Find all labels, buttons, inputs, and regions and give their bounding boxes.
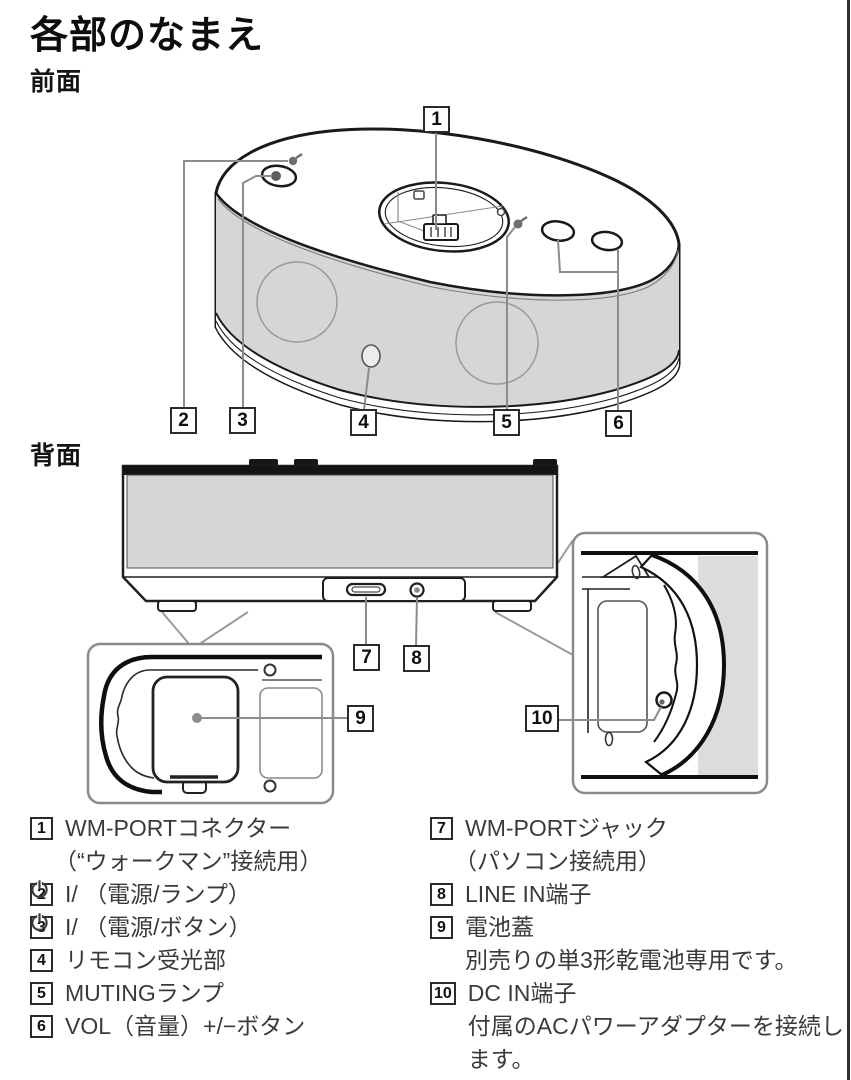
part-sub-text: （“ウォークマン”接続用） bbox=[54, 848, 323, 874]
port-recess bbox=[322, 577, 466, 602]
part-number-badge: 6 bbox=[30, 1015, 53, 1038]
part-number-badge: 7 bbox=[430, 817, 453, 840]
part-list-item: 10 DC IN端子 付属のACパワーアダプターを接続します。 bbox=[430, 977, 848, 1076]
part-list-item: 1 WM-PORTコネクター （“ウォークマン”接続用） bbox=[30, 812, 415, 878]
volume-minus-button bbox=[590, 230, 624, 252]
part-text: VOL（音量）+/−ボタン bbox=[65, 1010, 305, 1043]
part-text: リモコン受光部 bbox=[65, 944, 226, 977]
part-main-text: WM-PORTコネクター bbox=[65, 815, 292, 841]
top-lamp bbox=[288, 156, 298, 166]
part-main-text: MUTINGランプ bbox=[65, 980, 225, 1006]
part-main-text: リモコン受光部 bbox=[65, 947, 226, 973]
part-list-item: 4 リモコン受光部 bbox=[30, 944, 415, 977]
part-list-item: 5 MUTINGランプ bbox=[30, 977, 415, 1010]
dc-in-inset bbox=[559, 531, 769, 795]
callout-10: 10 bbox=[525, 705, 559, 732]
dc-in-jack bbox=[655, 691, 673, 709]
part-list-item: 2 I/ （電源/ランプ） bbox=[30, 878, 415, 911]
part-list-item: 3 I/ （電源/ボタン） bbox=[30, 911, 415, 944]
power-standby-icon bbox=[31, 912, 48, 931]
front-face-panel bbox=[216, 193, 679, 407]
callout-2: 2 bbox=[170, 407, 197, 434]
back-view-illustration bbox=[86, 459, 769, 805]
part-text: I/ （電源/ランプ） bbox=[31, 878, 251, 911]
part-main-text: I/ （電源/ランプ） bbox=[31, 879, 251, 907]
part-main-text: VOL（音量）+/−ボタン bbox=[65, 1013, 306, 1039]
remote-sensor bbox=[361, 344, 381, 368]
part-text: 電池蓋 別売りの単3形乾電池専用です。 bbox=[465, 911, 798, 977]
callout-3: 3 bbox=[229, 407, 256, 434]
volume-plus-button bbox=[540, 220, 576, 242]
bottom-view-inset bbox=[86, 642, 347, 805]
callout-4: 4 bbox=[350, 409, 377, 436]
part-number-badge: 10 bbox=[430, 982, 456, 1005]
part-text: MUTINGランプ bbox=[65, 977, 224, 1010]
part-number-badge: 9 bbox=[430, 916, 453, 939]
foot-left bbox=[157, 600, 197, 612]
part-sub-text: 別売りの単3形乾電池専用です。 bbox=[465, 947, 798, 973]
part-number-badge: 1 bbox=[30, 817, 53, 840]
muting-lamp bbox=[513, 219, 523, 229]
callout-1: 1 bbox=[423, 106, 450, 133]
callout-5: 5 bbox=[493, 409, 520, 436]
front-leader-lines bbox=[183, 133, 619, 412]
parts-list-back: 7 WM-PORTジャック （パソコン接続用） 8 LINE IN端子 9 電池… bbox=[430, 812, 848, 1076]
part-text: LINE IN端子 bbox=[465, 878, 592, 911]
part-number-badge: 5 bbox=[30, 982, 53, 1005]
callout-9: 9 bbox=[347, 705, 374, 732]
part-main-text: I/ （電源/ボタン） bbox=[31, 912, 252, 940]
parts-list-front: 1 WM-PORTコネクター （“ウォークマン”接続用） 2 I/ （電源/ラン… bbox=[30, 812, 415, 1043]
part-sub-text: 付属のACパワーアダプターを接続します。 bbox=[467, 1013, 844, 1072]
part-main-text: 電池蓋 bbox=[465, 914, 534, 940]
page-title: 各部のなまえ bbox=[30, 15, 265, 57]
back-panel bbox=[126, 474, 554, 569]
speaker-grille-left bbox=[256, 261, 338, 343]
part-list-item: 8 LINE IN端子 bbox=[430, 878, 848, 911]
power-lamp bbox=[271, 171, 281, 181]
foot-right bbox=[492, 600, 532, 612]
speaker-grille-right bbox=[455, 301, 539, 385]
back-section-label: 背面 bbox=[30, 442, 83, 470]
part-list-item: 9 電池蓋 別売りの単3形乾電池専用です。 bbox=[430, 911, 848, 977]
part-sub-text: （パソコン接続用） bbox=[454, 848, 661, 874]
part-text: DC IN端子 付属のACパワーアダプターを接続します。 bbox=[468, 977, 848, 1076]
part-text: WM-PORTコネクター （“ウォークマン”接続用） bbox=[54, 812, 322, 878]
part-list-item: 6 VOL（音量）+/−ボタン bbox=[30, 1010, 415, 1043]
screw-hole-top bbox=[263, 663, 277, 677]
part-text: WM-PORTジャック （パソコン接続用） bbox=[454, 812, 668, 878]
callout-7: 7 bbox=[353, 644, 380, 671]
front-section-label: 前面 bbox=[30, 68, 83, 96]
part-number-badge: 8 bbox=[430, 883, 453, 906]
battery-cover bbox=[151, 675, 240, 784]
part-text: I/ （電源/ボタン） bbox=[31, 911, 252, 944]
power-standby-icon bbox=[31, 879, 48, 898]
front-view-illustration bbox=[183, 127, 681, 423]
callout-6: 6 bbox=[605, 410, 632, 437]
part-main-text: WM-PORTジャック bbox=[465, 815, 668, 841]
part-main-text: DC IN端子 bbox=[467, 980, 577, 1006]
wm-port-jack bbox=[345, 582, 387, 597]
part-number-badge: 4 bbox=[30, 949, 53, 972]
screw-hole-bottom bbox=[263, 779, 277, 793]
callout-8: 8 bbox=[403, 645, 430, 672]
part-list-item: 7 WM-PORTジャック （パソコン接続用） bbox=[430, 812, 848, 878]
page-border-right bbox=[847, 0, 850, 1080]
part-main-text: LINE IN端子 bbox=[465, 881, 592, 907]
